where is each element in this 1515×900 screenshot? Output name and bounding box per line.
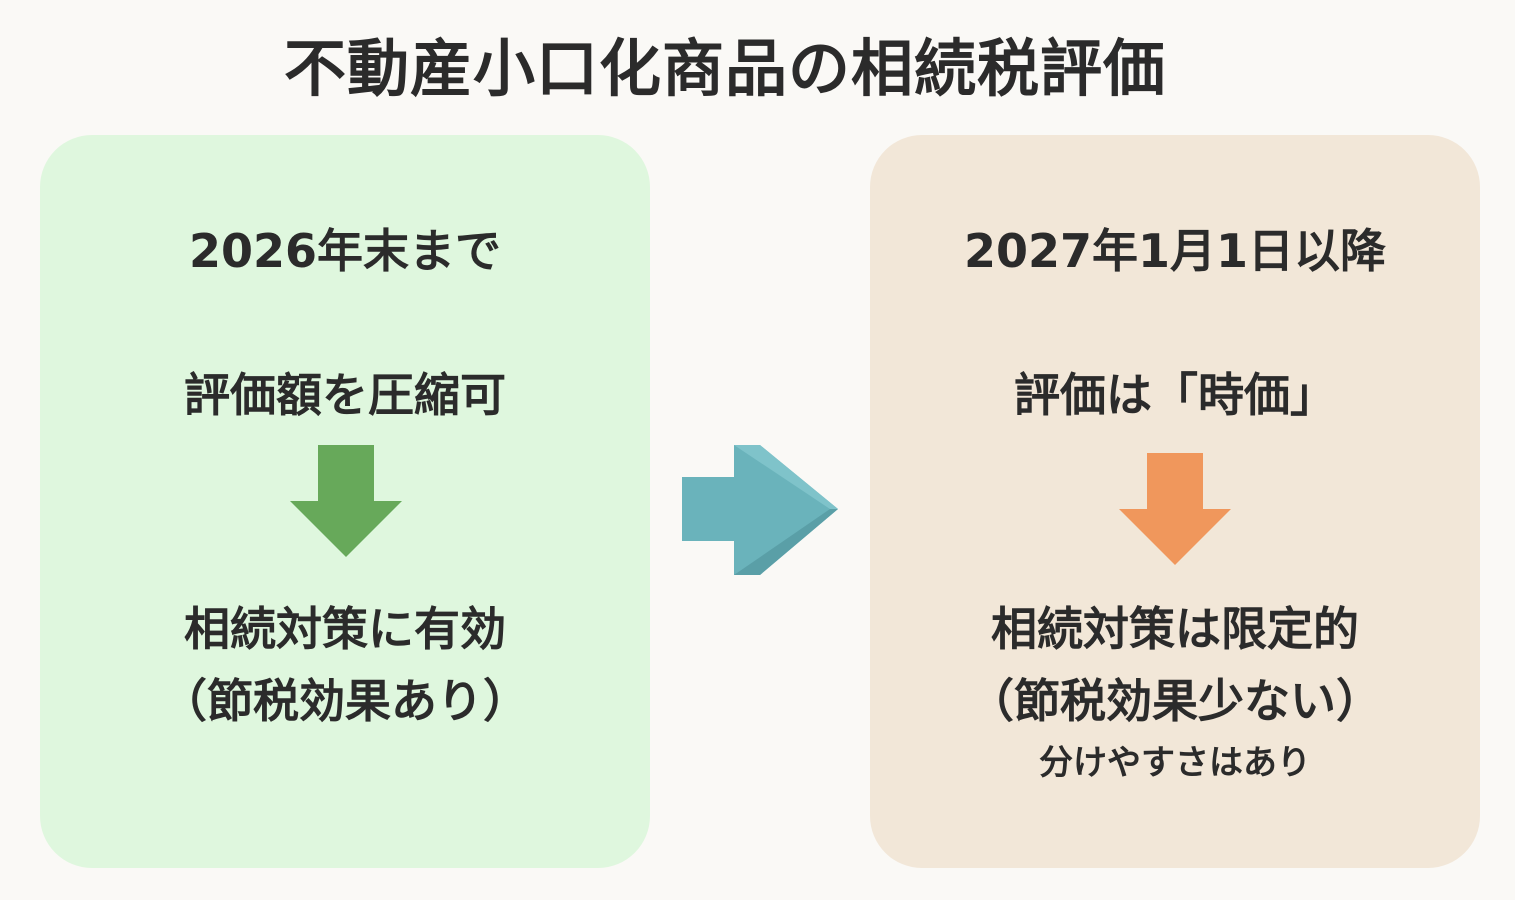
page-title: 不動産小口化商品の相続税評価 (283, 32, 1166, 105)
period-label: 2026年末まで (188, 224, 502, 278)
result-text: 相続対策に有効 (184, 602, 506, 656)
down-arrow-icon (290, 445, 402, 557)
down-arrow-icon (1119, 453, 1231, 565)
result-subtext: （節税効果少ない） (968, 674, 1382, 728)
right-arrow-icon (682, 445, 838, 575)
result-text: 相続対策は限定的 (991, 602, 1359, 656)
before-2027-panel: 2026年末まで 評価額を圧縮可 相続対策に有効 （節税効果あり） (40, 135, 650, 868)
valuation-text: 評価は「時価」 (1014, 368, 1336, 422)
valuation-text: 評価額を圧縮可 (184, 368, 506, 422)
period-label: 2027年1月1日以降 (963, 224, 1387, 278)
after-2027-panel: 2027年1月1日以降 評価は「時価」 相続対策は限定的 （節税効果少ない） 分… (870, 135, 1480, 868)
note-text: 分けやすさはあり (1039, 743, 1311, 783)
result-subtext: （節税効果あり） (161, 674, 529, 728)
